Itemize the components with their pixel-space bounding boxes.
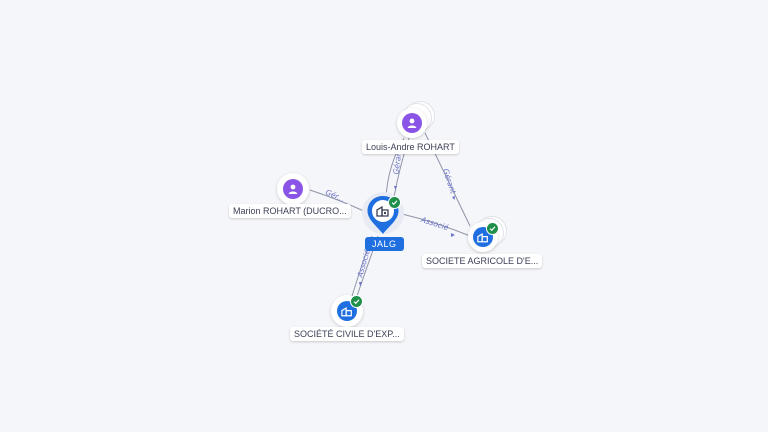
verified-check-icon: [388, 196, 401, 209]
edge-label-marion-jalg: Gér...: [324, 188, 346, 204]
node-societe-civile[interactable]: [328, 292, 368, 332]
node-marion-rohart[interactable]: [275, 171, 311, 207]
node-label-marion-rohart[interactable]: Marion ROHART (DUCRO...: [229, 204, 351, 218]
edge-label-jalg-agricole: Associé: [419, 215, 450, 233]
person-icon: [402, 113, 422, 133]
edge-label-louis-agricole: Gérant: [441, 168, 458, 196]
edge-marion-jalg: [309, 189, 367, 213]
edge-jalg-agricole: [401, 213, 471, 237]
edge-arrow-jalg-agricole: [451, 233, 455, 237]
node-societe-agricole[interactable]: [467, 215, 511, 255]
edge-arrow-jalg-civile: [359, 282, 362, 286]
person-icon: [283, 179, 303, 199]
verified-check-icon: [486, 222, 499, 235]
node-label-jalg[interactable]: JALG: [365, 237, 404, 251]
edge-label-jalg-civile: Associé: [355, 248, 372, 279]
edge-arrow-louis-agricole: [452, 196, 455, 200]
node-jalg[interactable]: [358, 188, 410, 240]
verified-check-icon: [350, 295, 363, 308]
building-icon: [376, 205, 389, 217]
node-label-societe-civile[interactable]: SOCIÉTÉ CIVILE D'EXP...: [290, 327, 404, 341]
edge-arrow-louis-jalg: [394, 186, 397, 190]
node-louis-andre-rohart[interactable]: [396, 101, 440, 142]
edge-label-louis-jalg: Gérant: [391, 147, 404, 175]
node-label-societe-agricole[interactable]: SOCIETE AGRICOLE D'E...: [422, 254, 543, 268]
node-label-louis-andre-rohart[interactable]: Louis-Andre ROHART: [362, 140, 459, 154]
